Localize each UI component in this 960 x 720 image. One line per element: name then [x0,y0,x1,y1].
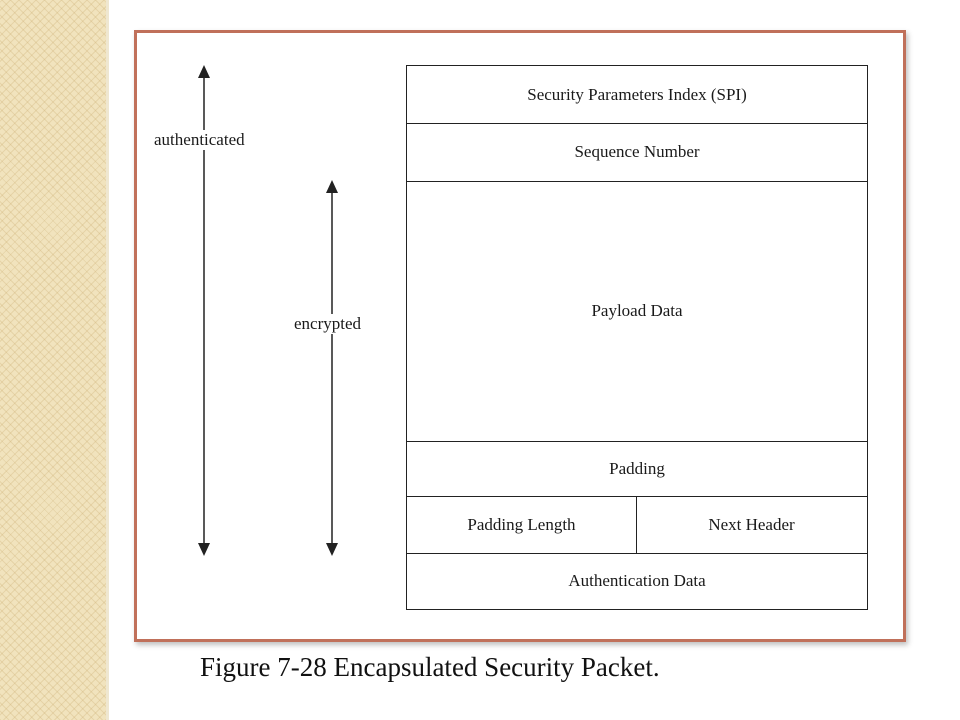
sequence-number-field: Sequence Number [407,123,867,181]
padding-length-field: Padding Length [407,496,636,553]
encrypted-label: encrypted [292,314,364,334]
decorative-side-strip [0,0,106,720]
esp-packet-diagram: Security Parameters Index (SPI) Sequence… [406,65,868,610]
payload-data-field: Payload Data [407,181,867,441]
padding-length-label: Padding Length [467,514,576,534]
payload-data-label: Payload Data [591,301,683,320]
row-divider [407,441,867,442]
row-divider [407,496,867,497]
side-strip-edge [106,0,109,720]
authenticated-label: authenticated [152,130,247,150]
next-header-field: Next Header [636,496,867,553]
padding-field: Padding [407,441,867,496]
row-divider [407,123,867,124]
spi-field-label: Security Parameters Index (SPI) [527,84,747,104]
authentication-data-label: Authentication Data [568,570,706,590]
sequence-number-label: Sequence Number [574,142,700,161]
row-divider [407,181,867,182]
spi-field: Security Parameters Index (SPI) [407,66,867,123]
column-divider [636,496,637,553]
row-divider [407,553,867,554]
next-header-label: Next Header [708,514,795,534]
authentication-data-field: Authentication Data [407,553,867,608]
padding-label: Padding [609,458,665,478]
figure-caption: Figure 7-28 Encapsulated Security Packet… [200,652,660,682]
